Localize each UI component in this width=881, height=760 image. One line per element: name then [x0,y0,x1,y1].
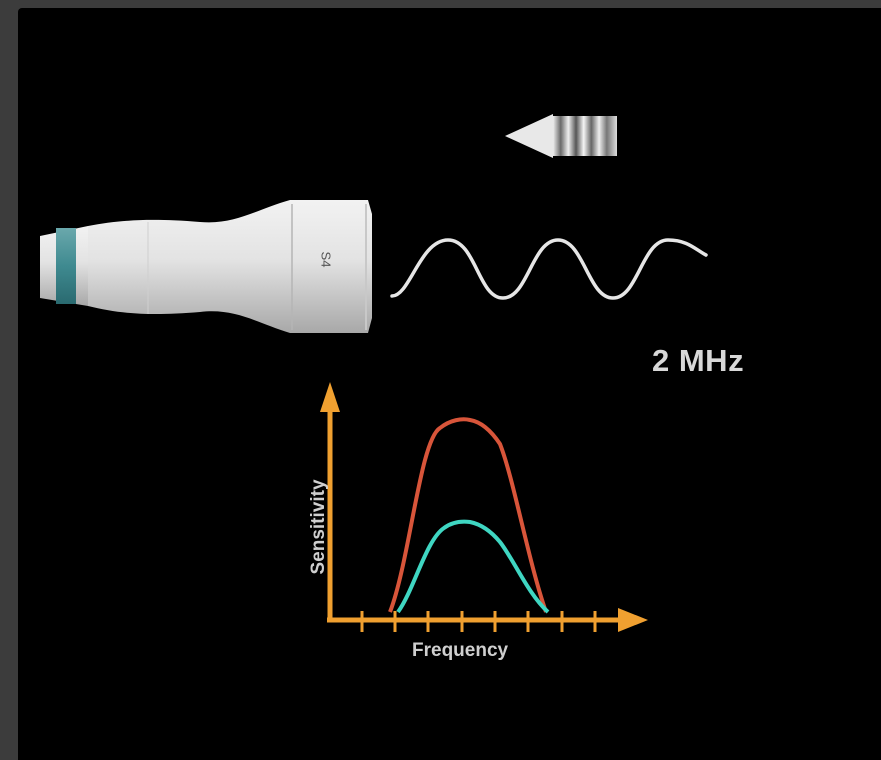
graph-axes [320,382,648,632]
frequency-label: 2 MHz [652,343,745,378]
x-axis-label: Frequency [412,640,509,661]
narrow-sensitivity-curve [396,519,550,614]
ultrasound-wave [390,238,708,300]
probe-model-label: S4 [318,251,334,268]
video-screen [18,8,881,760]
ultrasound-probe-icon [40,200,372,333]
broad-sensitivity-curve [388,417,548,613]
left-arrow-icon [505,114,617,158]
y-axis-label: Sensitivity [308,479,329,575]
